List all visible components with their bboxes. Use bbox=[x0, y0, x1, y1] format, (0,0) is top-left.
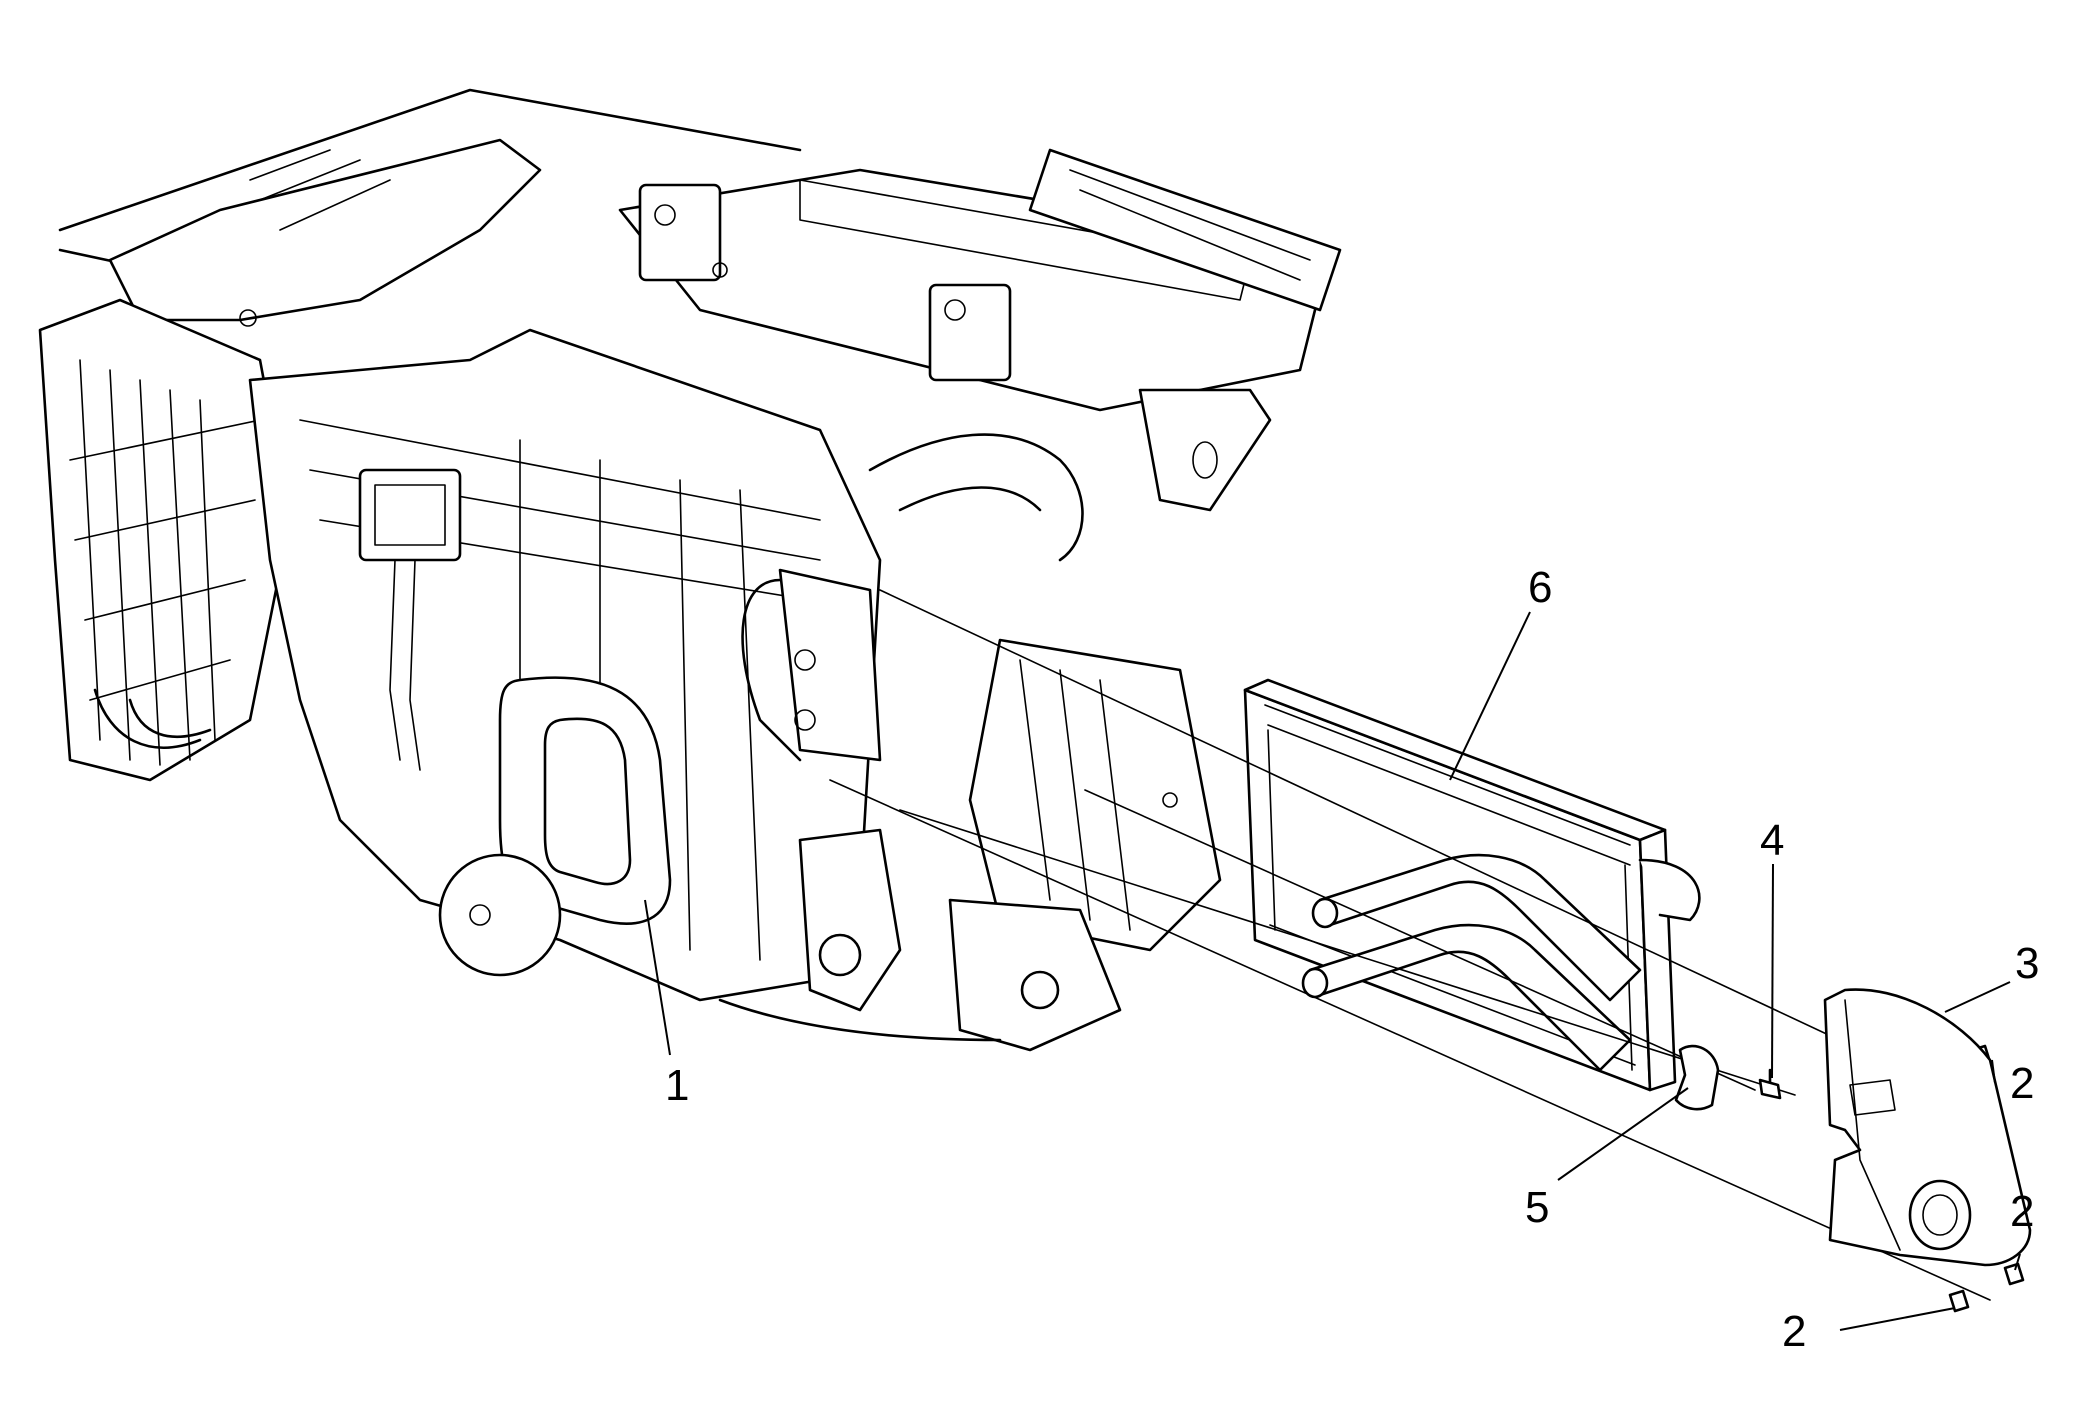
heater-core-cover bbox=[1823, 988, 2032, 1267]
callout-2-top: 2 bbox=[2010, 1059, 2034, 1108]
callout-4: 4 bbox=[1760, 816, 1784, 865]
heater-core bbox=[1243, 678, 1701, 1092]
callout-2-bottom: 2 bbox=[1782, 1307, 1806, 1356]
callout-3: 3 bbox=[2015, 939, 2039, 988]
callout-1: 1 bbox=[665, 1061, 689, 1110]
screw-2-bottom bbox=[1948, 1289, 1970, 1313]
leader-lines bbox=[644, 611, 2021, 1331]
heater-core-clip bbox=[1674, 1044, 1720, 1111]
screw-4 bbox=[1758, 1068, 1782, 1100]
alignment-lines bbox=[829, 589, 1991, 1301]
callout-5: 5 bbox=[1525, 1183, 1549, 1232]
callout-6: 6 bbox=[1528, 563, 1552, 612]
callout-2-middle: 2 bbox=[2010, 1187, 2034, 1236]
hvac-module-housing bbox=[38, 88, 1342, 1052]
screw-2-middle bbox=[2003, 1262, 2025, 1286]
callout-labels: 1 2 2 2 3 4 5 6 bbox=[665, 563, 2039, 1356]
